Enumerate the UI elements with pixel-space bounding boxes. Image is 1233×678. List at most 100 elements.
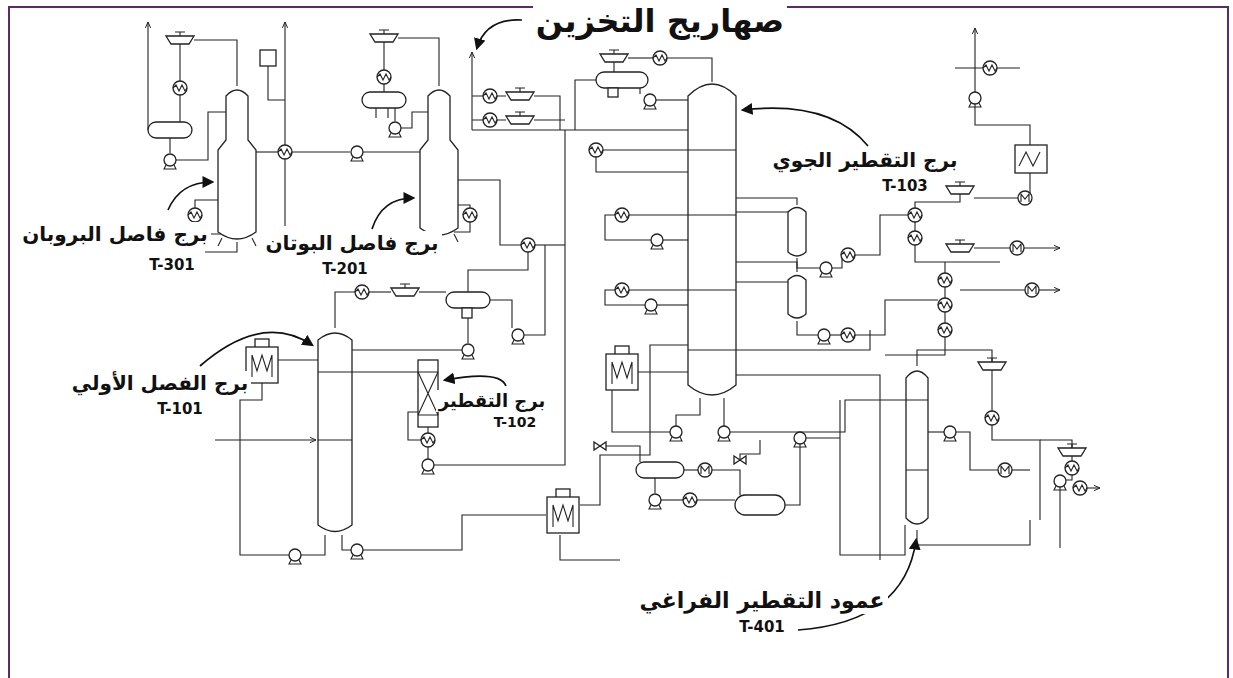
process-pipe <box>613 62 614 72</box>
process-pipe <box>352 371 418 372</box>
equipment-symbol <box>1025 283 1039 297</box>
equipment-symbol <box>653 51 667 65</box>
equipment-symbol <box>985 411 999 425</box>
equipment-symbol <box>946 182 974 194</box>
equipment-symbol <box>422 459 434 474</box>
equipment-symbol <box>547 489 579 533</box>
equipment-symbol <box>683 493 697 507</box>
process-pipe <box>427 447 428 459</box>
process-pipe <box>278 359 318 360</box>
column-vessel <box>362 92 406 108</box>
column-vessel <box>218 238 256 246</box>
process-pipe <box>797 258 820 268</box>
process-pipe <box>301 535 325 555</box>
process-pipe <box>661 499 683 500</box>
callout-label: صهاريج التخزين <box>533 2 788 40</box>
process-pipe <box>832 255 842 268</box>
equipment-symbol <box>978 358 1006 370</box>
process-pipe <box>785 444 800 505</box>
process-pipe <box>458 180 521 245</box>
process-pipe <box>723 398 724 426</box>
process-pipe <box>472 129 688 130</box>
process-pipe <box>284 22 285 145</box>
process-pipe <box>215 439 316 440</box>
process-pipe <box>917 520 1030 545</box>
process-pipe <box>736 262 797 272</box>
equipment-symbol <box>594 442 606 450</box>
column-vessel <box>906 400 928 470</box>
process-pipe <box>697 499 735 500</box>
process-pipe <box>1059 487 1060 548</box>
tag-number: T-103 <box>879 177 931 195</box>
process-pipe <box>991 370 992 411</box>
equipment-symbol <box>615 283 629 297</box>
equipment-symbol <box>166 32 194 44</box>
process-pipe <box>657 304 688 305</box>
page-frame <box>9 7 1228 678</box>
process-pipe <box>147 22 148 130</box>
process-pipe <box>974 197 1018 198</box>
equipment-symbol <box>1065 461 1079 475</box>
callout-arrow <box>743 108 868 146</box>
tag-number: T-201 <box>319 260 371 278</box>
equipment-symbol <box>718 426 730 441</box>
process-pipe <box>256 151 278 152</box>
process-pipe <box>736 375 880 560</box>
equipment-symbol <box>645 299 657 314</box>
callout-label: برج فاصل البوتان <box>262 231 441 255</box>
equipment-symbol <box>1010 241 1024 255</box>
equipment-symbol <box>1018 191 1032 205</box>
column-vessel <box>218 90 256 239</box>
process-pipe <box>654 478 655 493</box>
callout-arrow <box>372 198 413 229</box>
tag-number: T-101 <box>154 400 206 418</box>
equipment-symbol <box>1073 481 1087 495</box>
equipment-symbol <box>998 463 1012 477</box>
column-vessel <box>1015 145 1047 173</box>
process-pipe <box>194 40 237 86</box>
process-pipe <box>915 194 960 208</box>
callout-arrow <box>477 20 522 48</box>
equipment-symbol <box>1054 475 1066 490</box>
process-pipe <box>840 400 905 555</box>
column-vessel <box>260 50 276 66</box>
process-pipe <box>471 52 472 130</box>
equipment-symbol <box>820 262 832 277</box>
process-pipe <box>730 400 906 432</box>
process-pipe <box>179 95 180 122</box>
column-vessel <box>596 72 648 88</box>
callout-arrow <box>798 540 916 630</box>
process-pipe <box>667 58 712 82</box>
equipment-symbol <box>938 273 952 287</box>
process-pipe <box>885 337 945 355</box>
equipment-symbol <box>734 456 746 464</box>
equipment-symbol <box>289 549 301 564</box>
equipment-symbol <box>908 231 922 245</box>
process-pipe <box>684 469 698 470</box>
equipment-symbol <box>1058 444 1086 456</box>
process-pipe <box>639 88 640 94</box>
process-pipe <box>1071 456 1072 461</box>
equipment-symbol <box>506 88 534 100</box>
equipment-symbol <box>355 285 369 299</box>
callout-label: برج التقطير الجوي <box>770 148 961 172</box>
process-pipe <box>490 300 512 328</box>
equipment-symbol <box>506 112 534 124</box>
equipment-symbol <box>983 61 997 75</box>
equipment-symbol <box>946 240 974 252</box>
process-pipe <box>928 431 944 432</box>
process-pipe <box>468 238 528 292</box>
process-pipe <box>736 281 788 282</box>
process-pipe <box>1039 289 1060 290</box>
equipment-symbol <box>841 248 855 262</box>
tag-number: T-301 <box>146 256 198 274</box>
process-pipe <box>383 84 384 92</box>
callout-label: عمود التقطير الفراغي <box>636 588 887 614</box>
process-pipe <box>284 159 285 226</box>
process-pipe <box>268 66 285 100</box>
equipment-symbol <box>351 146 363 161</box>
column-vessel <box>318 333 352 532</box>
process-pipe <box>419 291 446 292</box>
